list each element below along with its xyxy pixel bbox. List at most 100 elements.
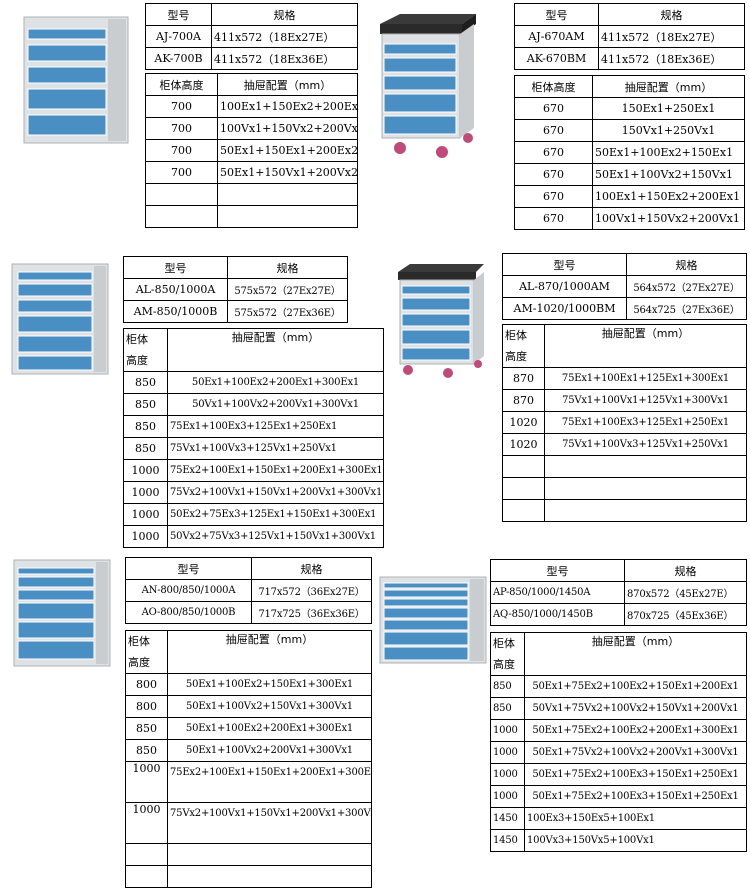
- model-cell: AJ-700A: [145, 25, 212, 48]
- empty-cell: [145, 183, 218, 206]
- config-cell: 50Vx2+75Vx3+125Vx1+150Vx1+300Vx1: [167, 525, 384, 548]
- header-height-line2: 高度: [128, 656, 150, 669]
- height-cell: 670: [514, 163, 593, 186]
- config-cell: 100Vx3+150Vx5+100Vx1: [524, 829, 747, 852]
- model-cell: AM-850/1000B: [123, 300, 228, 323]
- config-cell: 50Ex1+100Vx2+200Vx1+300Vx1: [167, 739, 372, 762]
- spec-cell: 717x725（36Ex36E）: [251, 601, 372, 624]
- header-model: 型号: [514, 3, 599, 26]
- height-cell: 850: [123, 371, 168, 394]
- config-cell: 75Ex1+100Ex3+125Ex1+250Ex1: [544, 411, 747, 434]
- config-cell: 50Ex1+75Ex2+100Ex3+150Ex1+250Ex1: [524, 763, 747, 786]
- height-cell: 1000: [125, 802, 168, 844]
- model-cell: AJ-670AM: [514, 25, 599, 48]
- config-cell: 75Vx1+100Vx1+125Vx1+300Vx1: [544, 389, 747, 412]
- cabinet-image-aj-700: [23, 16, 129, 144]
- config-cell: 100Ex3+150Ex5+100Ex1: [524, 807, 747, 830]
- header-spec: 规格: [211, 3, 358, 26]
- height-cell: 850: [490, 675, 525, 698]
- empty-cell: [544, 499, 747, 522]
- empty-cell: [167, 843, 372, 866]
- header-spec: 规格: [598, 3, 745, 26]
- header-height-line1: 柜体: [505, 329, 527, 342]
- empty-cell: [217, 205, 358, 228]
- height-cell: 670: [514, 207, 593, 230]
- config-cell: 50Ex1+75Ex2+100Ex3+150Ex1+250Ex1: [524, 785, 747, 808]
- spec-cell: 575x572（27Ex27E）: [227, 278, 348, 301]
- config-cell: 50Ex1+75Ex2+100Ex2+150Ex1+200Ex1: [524, 675, 747, 698]
- cabinet-image-aj-670m: [380, 14, 476, 158]
- spec-cell: 411x572（18Ex36E）: [598, 47, 745, 70]
- empty-cell: [502, 455, 545, 478]
- model-cell: AQ-850/1000/1450B: [490, 603, 625, 626]
- height-cell: 700: [145, 139, 218, 162]
- spec-cell: 411x572（18Ex27E）: [598, 25, 745, 48]
- header-config: 抽屉配置（mm）: [524, 632, 747, 676]
- spec-cell: 870x725（45Ex36E）: [624, 603, 747, 626]
- config-cell: 50Ex1+100Vx2+150Vx1+300Vx1: [167, 695, 372, 718]
- empty-cell: [125, 843, 168, 866]
- header-config: 抽屉配置（mm）: [592, 75, 745, 98]
- height-cell: 1000: [490, 741, 525, 764]
- height-cell: 1450: [490, 807, 525, 830]
- cabinet-image-al-850: [11, 263, 109, 375]
- spec-cell: 564x725（27Ex36E）: [626, 297, 747, 320]
- config-cell: 100Ex1+150Ex2+200Ex1: [592, 185, 745, 208]
- height-cell: 670: [514, 119, 593, 142]
- header-spec: 规格: [626, 253, 747, 276]
- config-cell: 75Vx2+100Vx1+150Vx1+200Vx1+300Vx1: [167, 802, 372, 844]
- height-cell: 700: [145, 95, 218, 118]
- config-cell: 50Ex1+150Vx1+200Vx2: [217, 161, 358, 184]
- height-cell: 850: [125, 739, 168, 762]
- height-cell: 1020: [502, 433, 545, 456]
- empty-cell: [167, 865, 372, 888]
- header-spec: 规格: [624, 559, 747, 582]
- header-config: 抽屉配置（mm）: [167, 630, 372, 674]
- spec-cell: 564x572（27Ex27E）: [626, 275, 747, 298]
- height-cell: 700: [145, 161, 218, 184]
- header-model: 型号: [123, 256, 228, 279]
- model-cell: AL-850/1000A: [123, 278, 228, 301]
- model-cell: AK-670BM: [514, 47, 599, 70]
- height-cell: 670: [514, 185, 593, 208]
- config-cell: 100Ex1+150Ex2+200Ex1: [217, 95, 358, 118]
- model-cell: AP-850/1000/1450A: [490, 581, 625, 604]
- header-config: 抽屉配置（mm）: [217, 73, 358, 96]
- empty-cell: [544, 455, 747, 478]
- model-cell: AO-800/850/1000B: [125, 601, 252, 624]
- header-height-line2: 高度: [493, 658, 515, 671]
- empty-cell: [217, 183, 358, 206]
- height-cell: 1000: [490, 785, 525, 808]
- config-cell: 150Vx1+250Vx1: [592, 119, 745, 142]
- cabinet-image-al-870m: [398, 264, 484, 378]
- config-cell: 50Ex1+100Ex2+200Ex1+300Ex1: [167, 371, 384, 394]
- config-cell: 50Ex1+100Vx2+150Vx1: [592, 163, 745, 186]
- height-cell: 1000: [490, 719, 525, 742]
- height-cell: 850: [123, 393, 168, 416]
- height-cell: 1020: [502, 411, 545, 434]
- config-cell: 75Ex1+100Ex3+125Ex1+250Ex1: [167, 415, 384, 438]
- header-model: 型号: [502, 253, 627, 276]
- cabinet-image-an-800: [13, 559, 111, 667]
- height-cell: 800: [125, 695, 168, 718]
- height-cell: 1000: [123, 525, 168, 548]
- header-height-line1: 柜体: [128, 635, 150, 648]
- empty-cell: [544, 477, 747, 500]
- model-cell: AK-700B: [145, 47, 212, 70]
- header-model: 型号: [145, 3, 212, 26]
- header-spec: 规格: [227, 256, 348, 279]
- cabinet-image-ap-850: [379, 576, 487, 664]
- height-cell: 1000: [123, 459, 168, 482]
- header-height-line1: 柜体: [126, 333, 148, 346]
- height-cell: 850: [125, 717, 168, 740]
- header-height-line1: 柜体: [493, 637, 515, 650]
- config-cell: 50Vx1+75Vx2+100Vx2+150Vx1+200Vx1: [524, 697, 747, 720]
- height-cell: 870: [502, 389, 545, 412]
